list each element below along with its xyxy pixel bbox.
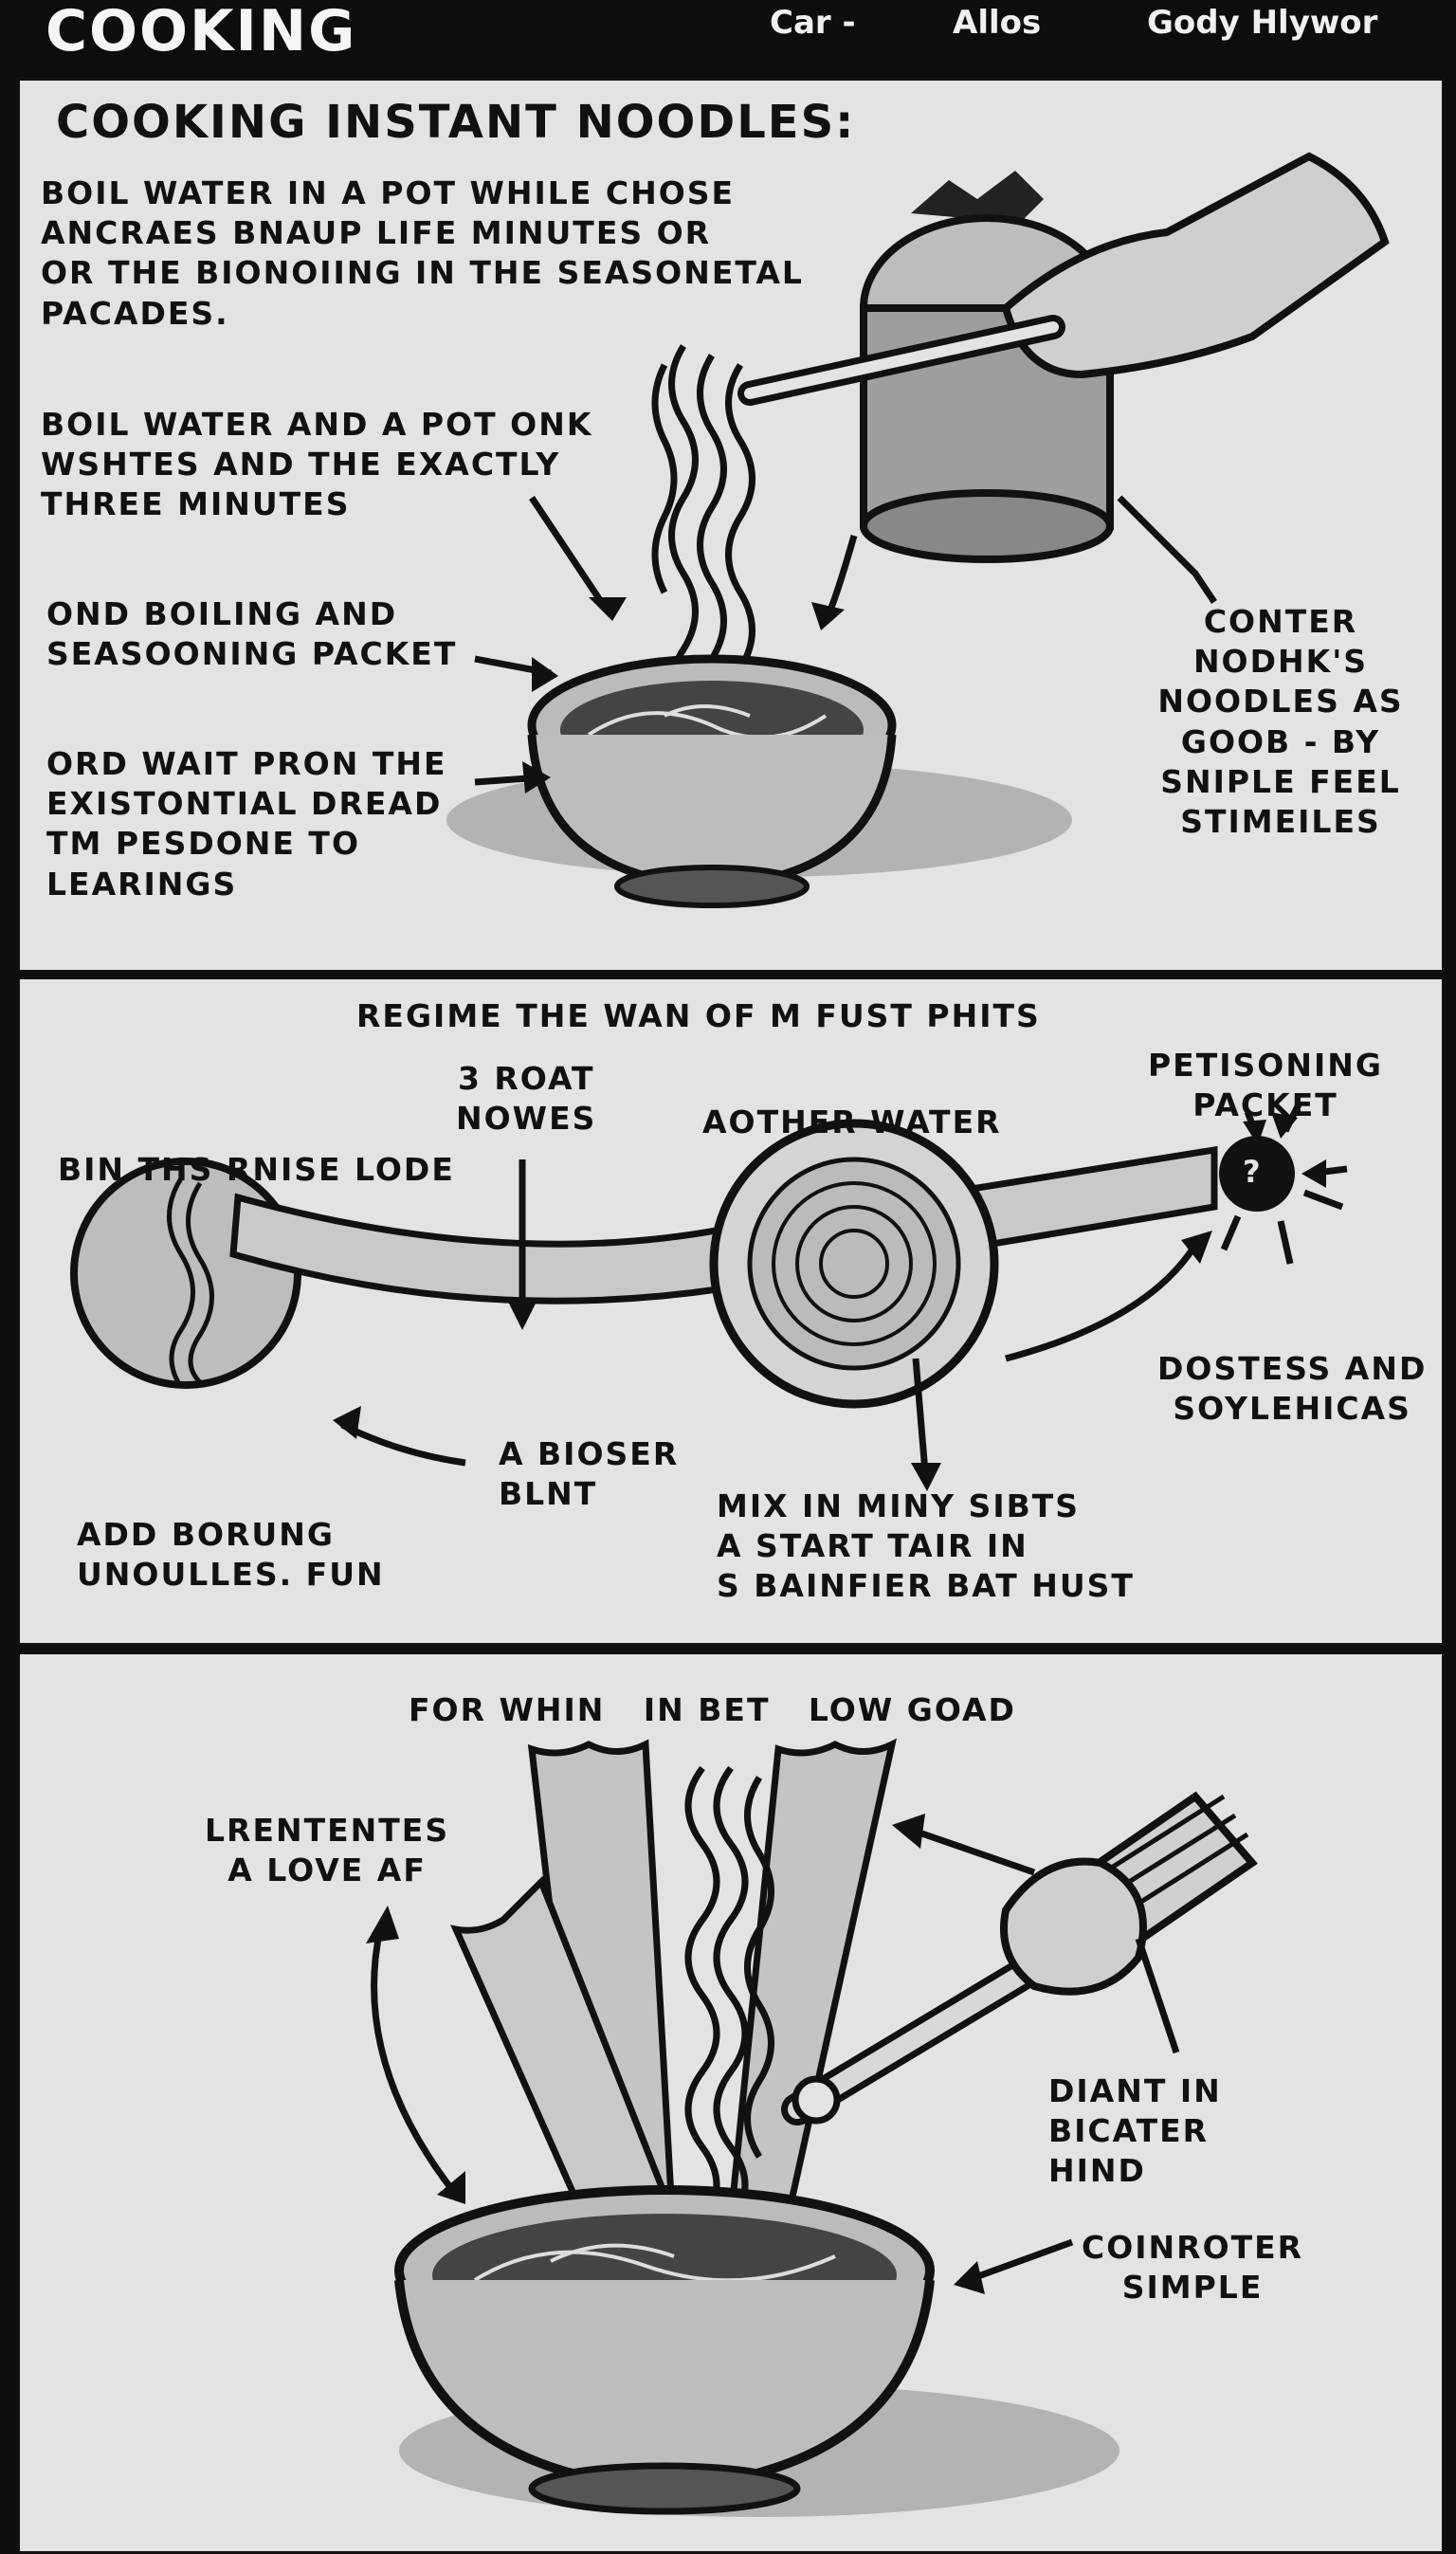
instruction-text-3: OND BOILING AND SEASOONING PACKET — [46, 595, 458, 673]
label-petisoning-packet: PETISONING PACKET — [1148, 1047, 1383, 1124]
label-add-borung: ADD BORUNG UNOULLES. FUN — [77, 1516, 385, 1594]
boiling-pot-illustration — [446, 152, 1390, 908]
label-diant-in: DIANT IN BICATER HIND — [1048, 2072, 1222, 2190]
panel3-title: FOR WHIN IN BET LOW GOAD — [409, 1691, 1016, 1728]
label-coinroter: COINROTER SIMPLE — [1082, 2229, 1304, 2307]
panel-boil-water: COOKING INSTANT NOODLES: BOIL WATER IN A… — [17, 78, 1445, 973]
label-roat-nowes: 3 ROAT NOWES — [456, 1060, 597, 1138]
label-mix-in: MIX IN MINY SIBTS A START TAIR IN S BAIN… — [717, 1487, 1135, 1605]
panel-title: COOKING INSTANT NOODLES: — [56, 96, 856, 149]
label-aother-water: AOTHER WATER — [702, 1104, 1002, 1140]
panel-flow-diagram: ? REGIME THE WAN OF M FUST PHITS 3 ROAT … — [17, 976, 1445, 1646]
nav-item-allos[interactable]: Allos — [953, 4, 1042, 42]
nav-item-car[interactable]: Car - — [770, 4, 856, 42]
label-rnise-lode: BIN THS RNISE LODE — [58, 1151, 455, 1188]
instruction-text-2: BOIL WATER AND A POT ONK WSHTES AND THE … — [41, 406, 593, 523]
question-mark-icon: ? — [1243, 1154, 1261, 1190]
nav-item-gody-hlywor[interactable]: Gody Hlywor — [1147, 4, 1378, 42]
bowl-and-fork-illustration — [366, 1738, 1258, 2517]
panel-eating: FOR WHIN IN BET LOW GOAD LRENTENTES A LO… — [17, 1651, 1445, 2554]
label-bioser-blnt: A BIOSER BLNT — [499, 1435, 680, 1513]
instruction-text-1: BOIL WATER IN A POT WHILE CHOSE ANCRAES … — [41, 174, 804, 332]
top-bar: COOKING Car - Allos Gody Hlywor — [0, 0, 1456, 74]
noodle-flow-illustration — [70, 1101, 1348, 1491]
label-lrententes: LRENTENTES A LOVE AF — [205, 1812, 450, 1889]
panel2-title: REGIME THE WAN OF M FUST PHITS — [356, 997, 1041, 1034]
instruction-text-4: ORD WAIT PRON THE EXISTONTIAL DREAD TM P… — [46, 745, 447, 903]
label-dostess: DOSTESS AND SOYLEHICAS — [1157, 1350, 1428, 1428]
brand-title: COOKING — [46, 0, 357, 64]
side-caption: CONTER NODHK'S NOODLES AS GOOB - BY SNIP… — [1157, 603, 1404, 841]
